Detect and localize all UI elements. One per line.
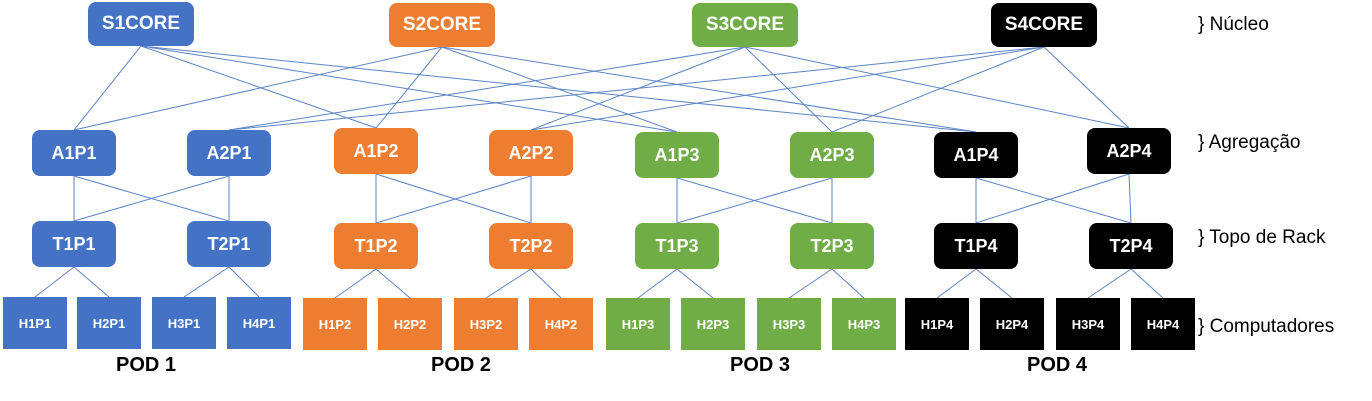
link-c0-a0	[73, 45, 142, 131]
link-a2-t3	[375, 173, 532, 224]
tor-switch-t2p4: T2P4	[1089, 223, 1173, 269]
link-t5-h11	[831, 268, 865, 299]
pod-label-4: POD 4	[1026, 354, 1088, 376]
agg-switch-a1p3: A1P3	[635, 132, 719, 178]
link-t2-h4	[334, 268, 377, 299]
link-t1-h2	[183, 266, 230, 298]
host-h2p1: H2P1	[77, 297, 141, 349]
link-a6-t7	[975, 177, 1132, 224]
link-c3-a7	[1043, 46, 1130, 129]
core-switch-s1: S1CORE	[88, 2, 194, 46]
link-c3-a3	[530, 46, 1045, 131]
link-t4-h8	[637, 268, 678, 299]
link-t0-h1	[73, 266, 110, 298]
agg-switch-a1p1: A1P1	[32, 130, 116, 176]
link-t5-h10	[788, 268, 833, 299]
host-h4p3: H4P3	[832, 298, 896, 350]
link-a7-t6	[975, 173, 1130, 224]
link-t3-h7	[530, 268, 562, 299]
link-c1-a4	[441, 46, 678, 133]
pod-label-2: POD 2	[430, 354, 492, 376]
host-h1p4: H1P4	[905, 298, 969, 350]
host-h2p3: H2P3	[681, 298, 745, 350]
core-switch-s3: S3CORE	[692, 3, 798, 47]
host-h3p2: H3P2	[454, 298, 518, 350]
core-switch-s2: S2CORE	[389, 3, 495, 47]
layer-label-core: } Núcleo	[1198, 14, 1269, 35]
tor-switch-t2p3: T2P3	[790, 223, 874, 269]
tor-switch-t1p1: T1P1	[32, 221, 116, 267]
link-t1-h3	[228, 266, 260, 298]
agg-switch-a2p1: A2P1	[187, 130, 271, 176]
host-h3p4: H3P4	[1056, 298, 1120, 350]
link-t3-h6	[485, 268, 532, 299]
link-c3-a5	[831, 46, 1045, 133]
host-h3p1: H3P1	[152, 297, 216, 349]
link-c1-a0	[73, 46, 443, 131]
link-c0-a4	[140, 45, 678, 133]
link-t0-h0	[34, 266, 75, 298]
agg-switch-a1p4: A1P4	[934, 132, 1018, 178]
link-t7-h15	[1130, 268, 1164, 299]
core-switch-s4: S4CORE	[991, 3, 1097, 47]
host-h4p1: H4P1	[227, 297, 291, 349]
tor-switch-t1p4: T1P4	[934, 223, 1018, 269]
tor-switch-t1p3: T1P3	[635, 223, 719, 269]
host-h2p4: H2P4	[980, 298, 1044, 350]
link-t6-h12	[936, 268, 977, 299]
agg-switch-a2p3: A2P3	[790, 132, 874, 178]
host-h1p2: H1P2	[303, 298, 367, 350]
tor-switch-t1p2: T1P2	[334, 223, 418, 269]
agg-switch-a2p4: A2P4	[1087, 128, 1171, 174]
link-c2-a5	[744, 46, 833, 133]
link-a1-t0	[73, 175, 230, 222]
layer-label-aggregation: } Agregação	[1198, 132, 1301, 153]
link-t6-h13	[975, 268, 1013, 299]
link-c1-a6	[441, 46, 977, 133]
link-t7-h14	[1087, 268, 1132, 299]
link-c2-a1	[228, 46, 746, 131]
host-h2p2: H2P2	[378, 298, 442, 350]
host-h4p4: H4P4	[1131, 298, 1195, 350]
pod-label-1: POD 1	[115, 354, 177, 376]
tor-switch-t2p2: T2P2	[489, 223, 573, 269]
layer-label-hosts: } Computadores	[1198, 316, 1335, 337]
link-a7-t7	[1128, 173, 1132, 224]
host-h1p3: H1P3	[606, 298, 670, 350]
agg-switch-a1p2: A1P2	[334, 128, 418, 174]
link-c2-a7	[744, 46, 1130, 129]
link-a3-t2	[375, 175, 532, 224]
link-a5-t4	[676, 177, 833, 224]
tor-switch-t2p1: T2P1	[187, 221, 271, 267]
host-h1p1: H1P1	[3, 297, 67, 349]
layer-label-tor: } Topo de Rack	[1198, 227, 1326, 248]
link-c3-a1	[228, 46, 1045, 131]
host-h3p3: H3P3	[757, 298, 821, 350]
link-t2-h5	[375, 268, 411, 299]
link-c1-a2	[375, 46, 443, 129]
pod-label-3: POD 3	[729, 354, 791, 376]
host-h4p2: H4P2	[529, 298, 593, 350]
link-c0-a2	[140, 45, 377, 129]
link-t4-h9	[676, 268, 714, 299]
agg-switch-a2p2: A2P2	[489, 130, 573, 176]
